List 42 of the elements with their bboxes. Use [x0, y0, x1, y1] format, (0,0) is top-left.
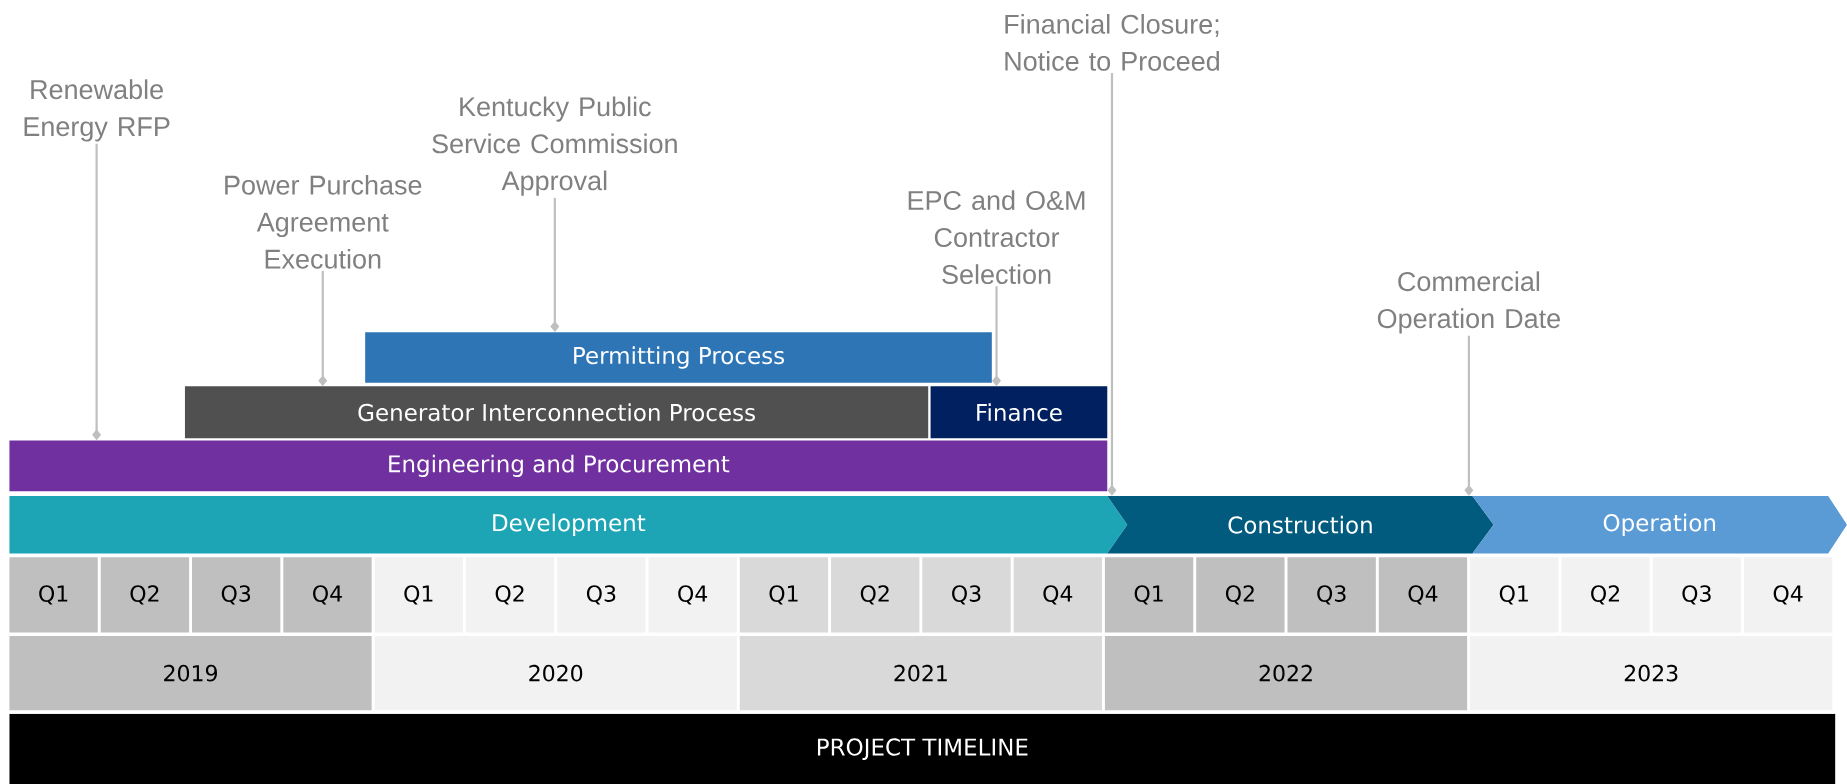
- task-bar: Finance: [930, 386, 1108, 439]
- year-cell: 2020: [374, 636, 737, 711]
- quarter-cell: Q2: [1561, 557, 1650, 633]
- quarter-cell: Q4: [283, 557, 372, 633]
- year-cell: 2019: [9, 636, 372, 711]
- leader-line: [1464, 335, 1474, 496]
- task-bar: Permitting Process: [365, 332, 992, 383]
- quarter-cell: Q2: [100, 557, 190, 633]
- quarter-cell: Q1: [1470, 557, 1559, 633]
- quarter-cell: Q3: [1652, 557, 1741, 633]
- milestone-label: Kentucky Public Service Commission Approval: [432, 96, 677, 196]
- quarter-cell: Q1: [1104, 557, 1194, 633]
- quarter-cell: Q1: [9, 557, 98, 633]
- task-bar: Generator Interconnection Process: [184, 386, 929, 439]
- milestone-label: Financial Closure; Notice to Proceed: [1005, 14, 1219, 71]
- quarter-cell: Q3: [1287, 557, 1376, 633]
- year-cell: 2021: [739, 636, 1102, 711]
- quarter-cell: Q2: [465, 557, 555, 633]
- title-bar: PROJECT TIMELINE: [9, 713, 1836, 784]
- quarter-cell: Q2: [831, 557, 920, 633]
- quarter-cell: Q3: [922, 557, 1011, 633]
- task-bar: Engineering and Procurement: [9, 440, 1108, 492]
- phase-banner: Development: [9, 495, 1128, 554]
- milestone-label: Commercial Operation Date: [1377, 271, 1560, 334]
- quarter-cell: Q4: [1743, 557, 1833, 633]
- milestone-label: Power Purchase Agreement Execution: [225, 174, 422, 269]
- leader-line: [1107, 73, 1117, 496]
- leader-line: [550, 197, 560, 332]
- quarter-cell: Q4: [1013, 557, 1102, 633]
- quarter-cell: Q4: [1378, 557, 1468, 633]
- year-cell: 2023: [1470, 636, 1833, 711]
- quarter-cell: Q3: [192, 557, 281, 633]
- phase-banner: Operation: [1472, 495, 1847, 554]
- quarter-cell: Q3: [557, 557, 646, 633]
- phase-banner: Construction: [1107, 495, 1494, 554]
- quarter-cell: Q1: [374, 557, 463, 633]
- quarter-cell: Q2: [1196, 557, 1285, 633]
- milestone-label: Renewable Energy RFP: [24, 79, 170, 142]
- milestone-label: EPC and O&M Contractor Selection: [908, 190, 1085, 285]
- year-cell: 2022: [1104, 636, 1468, 711]
- quarter-cell: Q4: [648, 557, 737, 633]
- quarter-cell: Q1: [739, 557, 829, 633]
